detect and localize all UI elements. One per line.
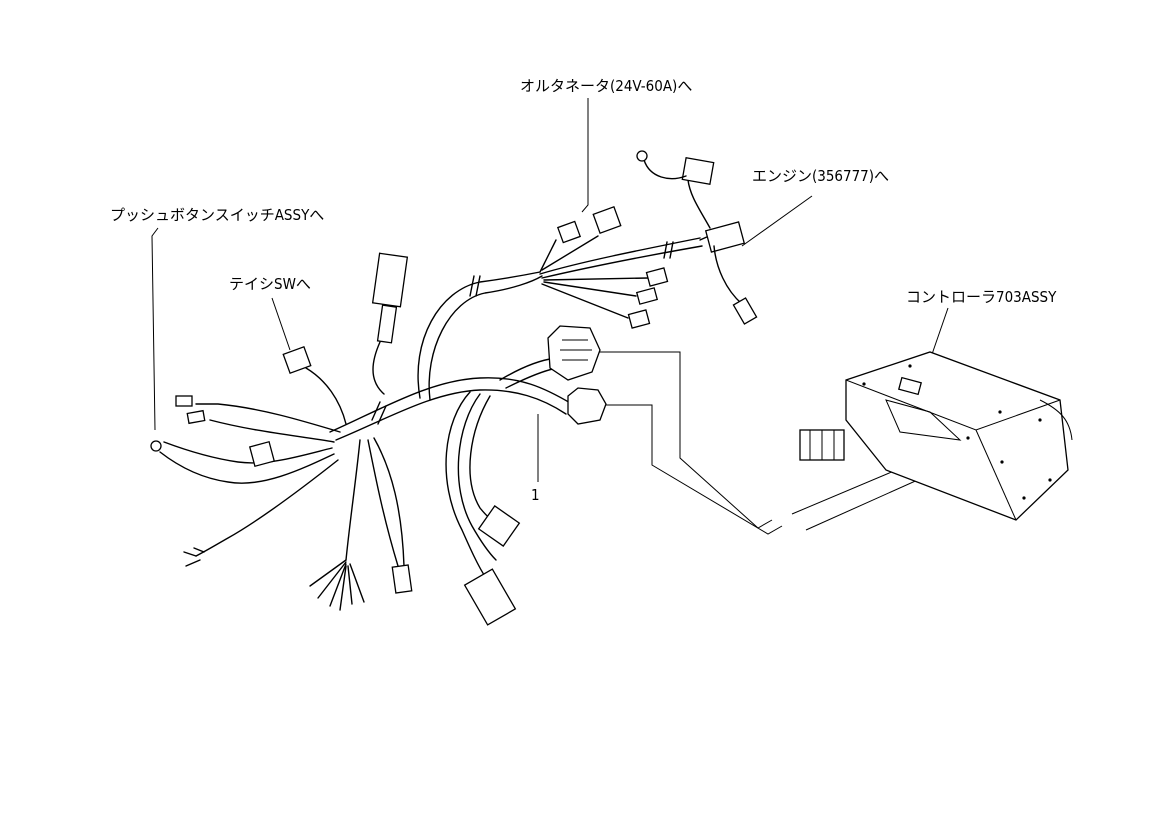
teishi-wire (305, 367, 347, 425)
engine-wire-up (687, 179, 711, 229)
link-line-upper (598, 351, 773, 529)
wire-to-engine-a (539, 237, 701, 275)
screw-4 (1038, 418, 1042, 422)
screw-3 (998, 410, 1002, 414)
screw-2 (908, 364, 912, 368)
label-part-number: 1 (531, 486, 540, 504)
upper-plug-sleeve (376, 304, 398, 344)
small-connector-3 (627, 309, 651, 329)
wire-to-big-connector (499, 357, 557, 381)
leader-alternator (581, 98, 589, 213)
lower-connector-b (463, 568, 517, 626)
fan-wire-2 (367, 439, 399, 567)
left-wire-4 (159, 451, 335, 484)
controller-component-a (885, 399, 962, 441)
link-line-lower (605, 404, 783, 535)
teishi-connector (282, 346, 312, 374)
engine-branch (636, 150, 758, 325)
teishi-branch (282, 346, 347, 425)
leader-push-button (151, 227, 159, 431)
left-ring-terminal (150, 440, 162, 452)
break-mark-2 (469, 275, 481, 297)
screw-6 (1000, 460, 1004, 464)
engine-top-connector (681, 156, 715, 186)
engine-lower-connector (732, 297, 758, 325)
break-mark-1 (371, 401, 387, 425)
fan-connector (391, 564, 413, 594)
relay-dividers (809, 430, 835, 460)
left-wire-1 (195, 403, 341, 433)
lower-left-fan (309, 437, 413, 611)
upper-branch (371, 206, 703, 395)
leader-controller (929, 307, 949, 361)
left-wire-2 (209, 419, 335, 443)
leader-teishi (271, 297, 291, 351)
leader-engine (741, 195, 813, 247)
fan-wire-1 (345, 439, 361, 561)
controller-703-assy (799, 351, 1073, 521)
label-controller: コントローラ703ASSY (906, 288, 1057, 306)
screw-8 (1022, 496, 1026, 500)
fan-spread-wires (309, 559, 365, 611)
label-teishi-switch: テイシSWへ (229, 275, 311, 293)
main-trunk (329, 241, 674, 441)
lower-wire-b (457, 393, 497, 561)
left-branch (150, 395, 341, 567)
fan-wire-3 (373, 437, 405, 567)
small-connector-2 (635, 287, 659, 305)
engine-ground-wire (643, 159, 687, 180)
trunk-upper-branch-b (428, 275, 543, 401)
wire-connector-2 (543, 281, 637, 297)
wire-to-upper-plug (372, 341, 385, 395)
wire-connector-3 (541, 283, 629, 319)
engine-wire-down (713, 245, 743, 305)
connector-ribs (560, 339, 592, 361)
controller-cable (1039, 399, 1073, 441)
left-terminal-1 (175, 395, 193, 407)
lower-wire-a (445, 391, 487, 579)
screw-7 (1048, 478, 1052, 482)
controller-front-edge (975, 429, 1017, 521)
left-connector-box (248, 440, 276, 468)
trunk-lower (335, 389, 567, 441)
label-alternator: オルタネータ(24V-60A)へ (520, 77, 692, 95)
wire-to-alt-1 (539, 239, 557, 273)
engine-main-connector (704, 221, 746, 253)
wire-to-engine-b (541, 245, 703, 279)
alternator-connector-a (556, 220, 582, 244)
lower-connector-a (477, 505, 521, 547)
left-terminal-2 (186, 409, 206, 425)
controller-component-b (897, 376, 923, 396)
controller-connector-small (567, 387, 607, 425)
lower-right-branch (445, 391, 521, 626)
leader-lines (151, 98, 949, 535)
small-connector-1 (645, 267, 669, 287)
controller-connector-large (547, 325, 601, 381)
left-wire-5 (195, 459, 339, 557)
controller-connectors (499, 325, 607, 425)
trunk-upper (329, 377, 573, 433)
left-spade-terminals (183, 547, 205, 567)
upper-plug-connector (371, 252, 409, 308)
screw-5 (966, 436, 970, 440)
trunk-upper-branch-a (417, 271, 541, 399)
label-push-button-switch: プッシュボタンスイッチASSYへ (110, 206, 324, 224)
engine-ring-terminal (636, 150, 648, 162)
controller-body (845, 351, 1069, 521)
left-wire-3 (163, 441, 333, 464)
alternator-connector-b (592, 206, 622, 234)
wire-to-alt-2 (541, 235, 599, 271)
wire-connector-1 (543, 277, 649, 281)
screw-1 (862, 382, 866, 386)
label-engine: エンジン(356777)へ (752, 167, 889, 185)
